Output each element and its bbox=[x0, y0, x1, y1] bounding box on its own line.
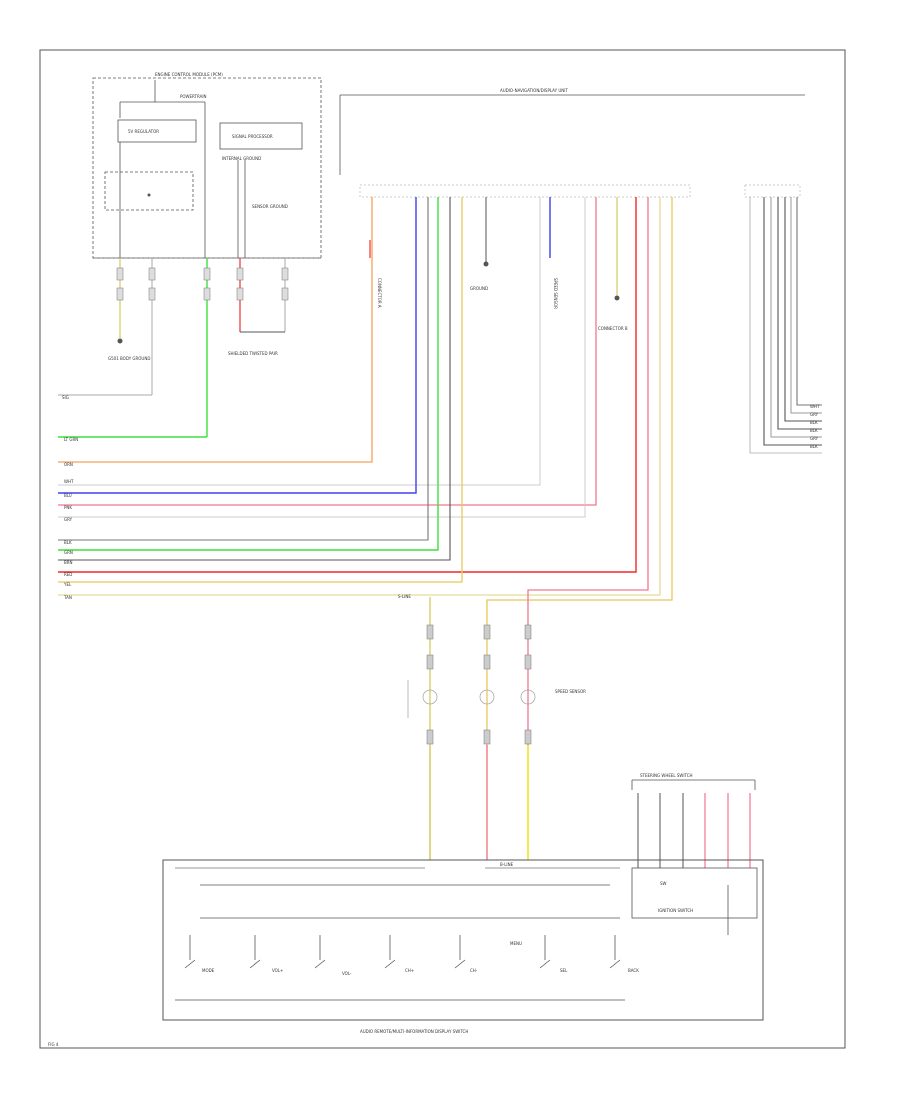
btn-vol-dn-label: VOL- bbox=[342, 971, 352, 976]
internal-circuit-box bbox=[104, 171, 194, 211]
wire-label-a: SIG bbox=[62, 395, 69, 400]
bottom-switch-unit-box bbox=[162, 859, 764, 1021]
left-ground-label: G501 BODY GROUND bbox=[108, 356, 150, 361]
right-wire-6: BLK bbox=[810, 444, 818, 449]
sensor-ground-label: SENSOR GROUND bbox=[252, 204, 288, 209]
sensor-right-icon bbox=[520, 689, 536, 705]
right-wire-2: GRY bbox=[810, 412, 819, 417]
audio-connector-pins bbox=[359, 184, 801, 198]
switch-contacts bbox=[184, 935, 621, 969]
steering-wires bbox=[637, 793, 751, 868]
wire-label-f: PNK bbox=[64, 505, 72, 510]
sensor-connectors bbox=[426, 624, 532, 745]
engine-module-box bbox=[92, 77, 322, 259]
wire-label-i: GRN bbox=[64, 550, 73, 555]
signal-processor-box bbox=[219, 122, 303, 150]
right-wire-1: WHT bbox=[810, 404, 820, 409]
sw-box-label: SW bbox=[660, 881, 667, 886]
corner-code: FIG 4 bbox=[48, 1042, 59, 1047]
btn-back-label: BACK bbox=[628, 968, 639, 973]
engine-module-label: ENGINE CONTROL MODULE (PCM) bbox=[155, 72, 223, 77]
sw-subbox bbox=[631, 867, 758, 919]
wire-label-h: BLK bbox=[64, 540, 72, 545]
sensor-right-label: SPEED SENSOR bbox=[553, 278, 558, 309]
wire-label-m: TAN bbox=[63, 595, 72, 600]
wire-label-c: ORN bbox=[64, 462, 73, 467]
engine-sub-label: POWERTRAIN bbox=[180, 94, 207, 99]
ground-terminal-icon bbox=[483, 261, 489, 267]
btn-menu-label: MENU bbox=[510, 941, 522, 946]
wire-label-l: YEL bbox=[63, 582, 72, 587]
connector-mid-label: CONNECTOR B bbox=[598, 326, 628, 331]
btn-vol-up-label: VOL+ bbox=[272, 968, 283, 973]
steering-label: STEERING WHEEL SWITCH bbox=[640, 773, 693, 778]
btn-ch-up-label: CH+ bbox=[405, 968, 414, 973]
bottom-unit-label: AUDIO REMOTE/MULTI-INFORMATION DISPLAY S… bbox=[360, 1029, 468, 1034]
wire-label-sig: S-LINE bbox=[398, 594, 411, 599]
audio-unit-label: AUDIO-NAVIGATION/DISPLAY UNIT bbox=[500, 88, 568, 93]
voltage-regulator-box bbox=[117, 119, 197, 143]
bus-top-label: B-LINE bbox=[500, 862, 514, 867]
outer-frame bbox=[39, 49, 846, 1049]
terminal-dot-icon bbox=[614, 295, 620, 301]
wire-label-k: RED bbox=[64, 572, 72, 577]
ground-note: IGNITION SWITCH bbox=[658, 908, 693, 913]
wire-label-g: GRY bbox=[64, 517, 73, 522]
wire-label-j: BRN bbox=[64, 560, 73, 565]
right-wire-5: GRY bbox=[810, 436, 819, 441]
btn-ch-dn-label: CH- bbox=[470, 968, 478, 973]
right-wire-3: BLK bbox=[810, 420, 818, 425]
sensor-left-label: SPEED SENSOR bbox=[555, 689, 586, 694]
wire-label-e: BLU bbox=[64, 493, 72, 498]
internal-ground-label: INTERNAL GROUND bbox=[222, 156, 261, 161]
voltage-regulator-label: 5V REGULATOR bbox=[128, 129, 159, 134]
signal-processor-label: SIGNAL PROCESSOR bbox=[232, 134, 273, 139]
ground-point-icon bbox=[117, 338, 123, 344]
sensor-mid-icon bbox=[479, 689, 495, 705]
sensor-mid-label: GROUND bbox=[470, 286, 488, 291]
right-wire-4: BLK bbox=[810, 428, 818, 433]
right-wire-bundle bbox=[749, 197, 822, 454]
twisted-pair-label: SHIELDED TWISTED PAIR bbox=[228, 351, 278, 356]
connector-right-label: CONNECTOR A bbox=[377, 278, 382, 308]
btn-mode-label: MODE bbox=[202, 968, 215, 973]
sensor-left-icon bbox=[422, 689, 438, 705]
wire-label-d: WHT bbox=[64, 479, 74, 484]
engine-connector-pins bbox=[116, 267, 289, 301]
wire-label-b: LT GRN bbox=[64, 437, 78, 442]
btn-sel-label: SEL bbox=[560, 968, 568, 973]
